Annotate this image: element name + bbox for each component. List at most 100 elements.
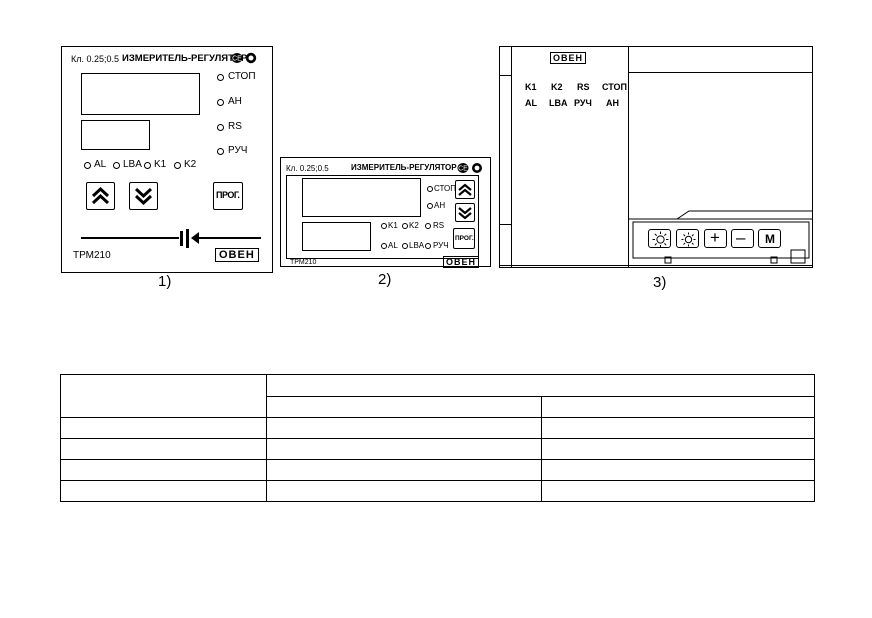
device1-model: ТРМ210 [73, 250, 111, 261]
double-chevron-down-icon [458, 207, 472, 220]
device1-label-al: AL [94, 159, 107, 170]
device1-accuracy-class: Кл. 0.25;0.5 [71, 54, 120, 64]
device3-label-k1: K1 [525, 82, 537, 92]
device2-label-ah: АН [434, 201, 446, 210]
device2-label-manual: РУЧ [433, 241, 449, 250]
sun-icon [681, 232, 696, 247]
device1-label-k1: K1 [154, 159, 167, 170]
device1-led-rs [217, 124, 224, 131]
table-cell [266, 395, 542, 418]
table-row [60, 374, 815, 418]
device3-brightness-button-2[interactable] [676, 229, 699, 248]
table-cell [266, 438, 542, 460]
device1-up-button[interactable] [86, 182, 115, 210]
device1-label-lba: LBA [123, 159, 142, 170]
device1-led-k1 [144, 162, 151, 169]
sun-icon [652, 231, 669, 248]
device2-caption: 2) [378, 271, 392, 288]
table-row [60, 480, 815, 502]
device3-m-button[interactable]: M [758, 229, 781, 248]
device3-minus-button[interactable]: – [731, 228, 754, 248]
device2-label-al: AL [388, 241, 398, 250]
device1-terminal-line [81, 229, 261, 248]
device2-down-button[interactable] [455, 203, 475, 222]
device2-up-button[interactable] [455, 180, 475, 199]
device3-plus-label: + [710, 228, 720, 247]
device2-logo: ОВЕН [443, 256, 480, 268]
device3-plus-button[interactable]: + [704, 228, 727, 248]
device3-logo: ОВЕН [550, 52, 587, 64]
device1-led-al [84, 162, 91, 169]
device1-label-stop: СТОП [228, 71, 256, 82]
device2-prog-label: ПРОГ. [455, 235, 474, 242]
device2-led-al [381, 243, 387, 249]
device2-prog-button[interactable]: ПРОГ. [453, 228, 475, 249]
device1-prog-label: ПРОГ. [216, 190, 240, 200]
table-cell [266, 480, 542, 502]
table-cell [60, 374, 267, 418]
device1-title: ИЗМЕРИТЕЛЬ-РЕГУЛЯТОР [122, 53, 248, 64]
device3-keypad-outline [629, 210, 813, 264]
table-cell [541, 438, 815, 460]
device2-led-k1 [381, 223, 387, 229]
device1-led-ah [217, 99, 224, 106]
device3-side-rail [499, 75, 511, 225]
device2-secondary-display [302, 222, 371, 251]
device3-bottom-line [499, 265, 813, 266]
double-chevron-down-icon [134, 187, 153, 206]
double-chevron-up-icon [458, 183, 472, 196]
device2-led-stop [427, 186, 433, 192]
empty-table [60, 374, 815, 502]
double-chevron-up-icon [91, 186, 110, 205]
device1-caption: 1) [158, 273, 172, 290]
device3-brightness-button-1[interactable] [648, 229, 671, 248]
device2-led-manual [425, 243, 431, 249]
table-cell [266, 459, 542, 481]
device3-label-ah: АН [606, 98, 619, 108]
device3-label-rs: RS [577, 82, 590, 92]
table-row [60, 438, 815, 460]
device1-label-manual: РУЧ [228, 145, 248, 156]
device2-label-k2: K2 [409, 221, 419, 230]
device3-label-al: AL [525, 98, 537, 108]
device2-model: ТРМ210 [290, 259, 317, 266]
device3-top-divider [629, 72, 813, 73]
device2-label-lba: LBA [409, 241, 425, 250]
table-cell [60, 480, 267, 502]
device1-main-display [81, 73, 200, 115]
device1-led-k2 [174, 162, 181, 169]
device1-certification-icon: CE [231, 52, 257, 64]
device2-main-display [302, 178, 421, 217]
device1-label-k2: K2 [184, 159, 197, 170]
device1-label-ah: АН [228, 96, 242, 107]
device3-m-label: M [765, 232, 775, 246]
table-cell [541, 395, 815, 418]
device2-label-rs: RS [433, 221, 445, 230]
device2-label-stop: СТОП [434, 184, 457, 193]
device1-secondary-display [81, 120, 150, 150]
device3-label-manual: РУЧ [574, 98, 592, 108]
device3-label-stop: СТОП [602, 82, 628, 92]
device1-prog-button[interactable]: ПРОГ. [213, 182, 243, 210]
table-row [61, 395, 815, 418]
device2-accuracy-class: Кл. 0.25;0.5 [286, 164, 329, 173]
table-cell [60, 417, 267, 439]
table-cell [266, 417, 542, 439]
device2-label-k1: K1 [388, 221, 398, 230]
device1-down-button[interactable] [129, 182, 158, 210]
device3-label-k2: K2 [551, 82, 563, 92]
device1-logo: ОВЕН [215, 248, 259, 262]
device2-led-rs [425, 223, 431, 229]
device3-left-module [511, 46, 629, 268]
device2-certification-icon: CE [457, 163, 482, 173]
svg-text:CE: CE [458, 166, 468, 173]
table-cell [541, 417, 815, 439]
device2-led-k2 [402, 223, 408, 229]
table-row [60, 459, 815, 481]
table-cell [266, 374, 815, 397]
svg-text:CE: CE [232, 56, 242, 63]
device3-housing [499, 46, 813, 268]
device1-led-manual [217, 148, 224, 155]
device3-minus-label: – [736, 228, 746, 247]
device1-led-stop [217, 74, 224, 81]
